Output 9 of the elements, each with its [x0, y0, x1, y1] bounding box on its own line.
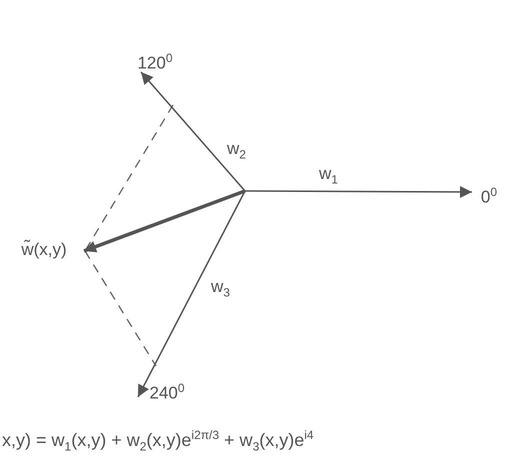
vector-arrow: [83, 189, 246, 253]
resultant-label: w̃(x,y): [6, 238, 82, 264]
equation: x,y) = w$_{1}$(x,y) + w$_{2}$(x,y)e$^{i2π/3}$ + w$_{3}$(x,y)e$^{i4}$: [2, 428, 314, 454]
angle-label: 0$^{0}$: [474, 180, 504, 204]
vector-arrow: [245, 186, 472, 198]
angle-label: 120$^{0}$: [128, 46, 182, 70]
vector-arrow: [140, 72, 246, 192]
angle-label: 240$^{0}$: [140, 376, 194, 400]
vector-arrow: [137, 190, 246, 398]
